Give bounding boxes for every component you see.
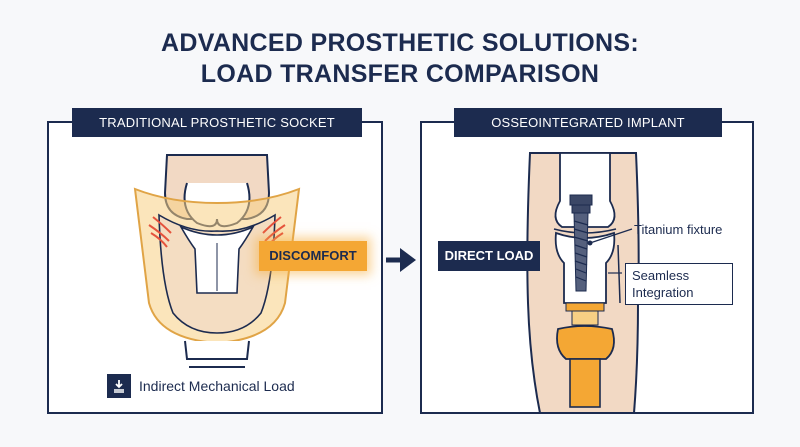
discomfort-tag: DISCOMFORT xyxy=(259,241,367,271)
comparison-arrow-icon xyxy=(386,248,416,272)
osseointegrated-panel: OSSEOINTEGRATED IMPLANT DIRE xyxy=(420,108,754,414)
title-line-1: ADVANCED PROSTHETIC SOLUTIONS: xyxy=(161,29,639,57)
pain-marks-left xyxy=(148,216,172,248)
titanium-fixture xyxy=(569,194,593,292)
direct-load-tag: DIRECT LOAD xyxy=(438,241,540,271)
osseointegrated-label: OSSEOINTEGRATED IMPLANT xyxy=(454,108,722,137)
implant-illustration xyxy=(526,152,640,414)
indirect-load-text: Indirect Mechanical Load xyxy=(139,378,295,394)
seamless-integration-callout: Seamless Integration xyxy=(625,263,733,305)
pylon-connector xyxy=(571,310,599,326)
socket-illustration xyxy=(133,154,301,368)
fixture-pointer-line xyxy=(589,228,633,244)
femur-bone xyxy=(554,152,616,228)
traditional-socket-panel: TRADITIONAL PROSTHETIC SOCKET DISCOMFORT xyxy=(47,108,383,414)
prosthetic-shank xyxy=(569,358,601,408)
socket-base xyxy=(184,340,250,360)
traditional-socket-label: TRADITIONAL PROSTHETIC SOCKET xyxy=(72,108,362,137)
download-arrow-icon xyxy=(107,374,131,398)
indirect-load-caption: Indirect Mechanical Load xyxy=(107,373,295,399)
title-line-2: LOAD TRANSFER COMPARISON xyxy=(200,60,600,88)
prosthetic-knee xyxy=(556,325,615,360)
titanium-fixture-callout: Titanium fixture xyxy=(634,222,723,237)
diagram-title: ADVANCED PROSTHETIC SOLUTIONS: LOAD TRAN… xyxy=(0,28,800,90)
pylon-adapter xyxy=(565,302,605,312)
fibula-line xyxy=(617,244,621,304)
